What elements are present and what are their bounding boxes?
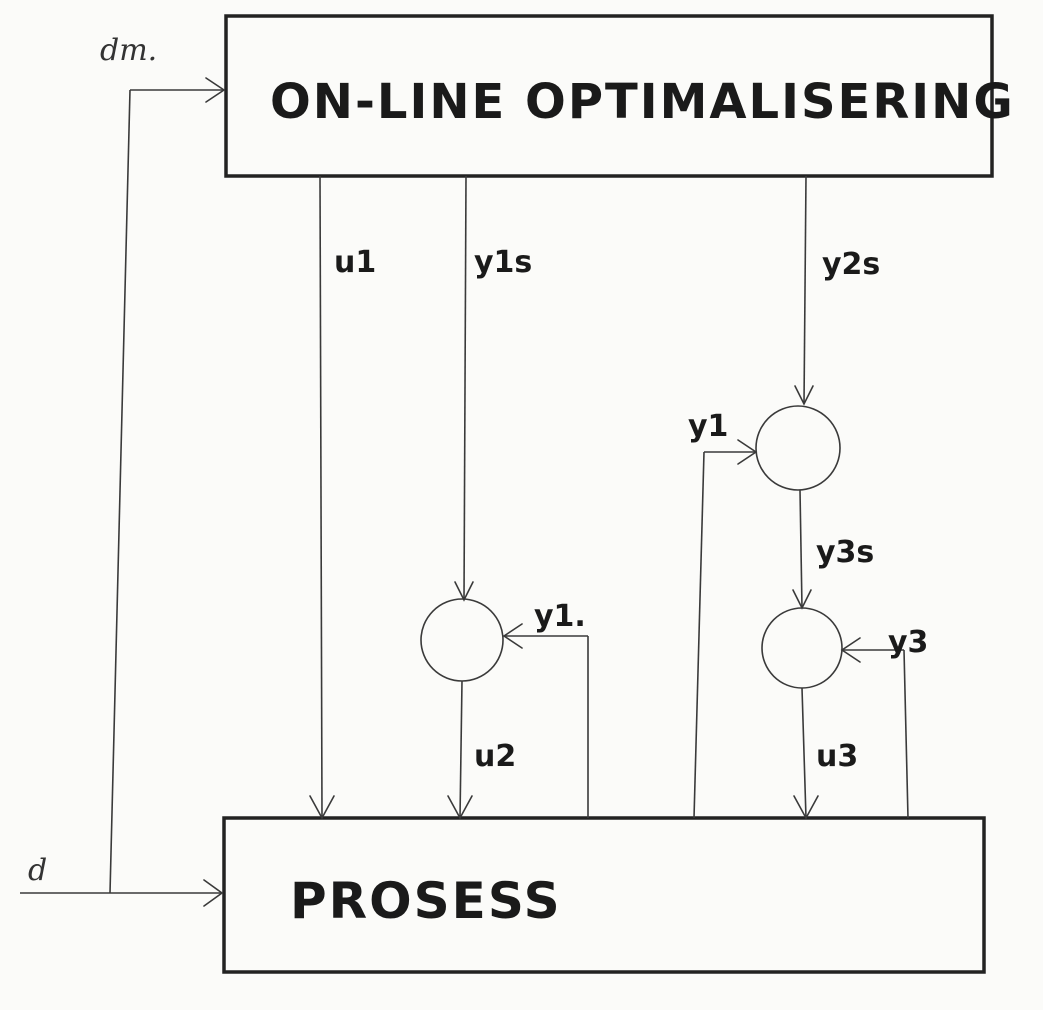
u2-label: u2 [474,739,516,774]
u1-wire [319,175,323,819]
y1s-arrowhead [454,581,474,602]
u3-path: u3 [793,687,858,820]
y2s-label: y2s [822,247,880,282]
y1-feedback-1: y1. [502,599,589,818]
controller-1-junction [420,598,504,682]
u2-path: u2 [447,680,516,820]
optimizer-label: ON-LINE OPTIMALISERING [270,74,1015,130]
y3s-label: y3s [816,535,874,570]
y1s-label: y1s [474,245,532,280]
process-label: PROSESS [290,872,562,930]
disturbance-path: dm. d [20,33,226,907]
y2s-arrowhead [794,385,814,406]
d-label: d [28,853,47,888]
y3-feedback-riser [903,649,909,819]
y2s-path: y2s [794,175,880,406]
y3s-path: y3s [792,489,874,610]
y3-label: y3 [888,625,928,660]
y1-right-label: y1. [534,599,586,634]
u1-arrowhead [309,795,335,820]
dm-riser-wire [109,89,131,894]
y3-feedback-arrowhead [840,637,861,663]
dm-label: dm. [100,33,157,68]
process-box [222,816,986,974]
y3-feedback: y3 [840,625,928,819]
u2-wire [459,680,463,819]
y1s-path: y1s [454,175,532,602]
y1-feedback-2-riser [693,451,705,819]
y1-feedback-2-arrowhead [737,439,758,465]
y1-feedback-1-arrowhead [502,623,523,649]
dm-arrowhead [205,77,226,103]
process-block: PROSESS [222,816,986,974]
u3-wire [801,687,807,819]
y3s-wire [799,489,803,609]
optimizer-block: ON-LINE OPTIMALISERING [224,14,1015,178]
y2s-wire [803,175,807,405]
y1s-wire [463,175,467,601]
controller-3-junction [761,607,843,689]
u1-path: u1 [309,175,376,820]
y1-left-label: y1 [688,409,728,444]
d-arrowhead [203,879,224,907]
u3-arrowhead [793,795,819,820]
u3-label: u3 [816,739,858,774]
u2-arrowhead [447,795,473,820]
y1-feedback-2: y1 [688,409,758,819]
optimizer-box [224,14,994,178]
u1-label: u1 [334,245,376,280]
controller-2-junction [755,405,841,491]
